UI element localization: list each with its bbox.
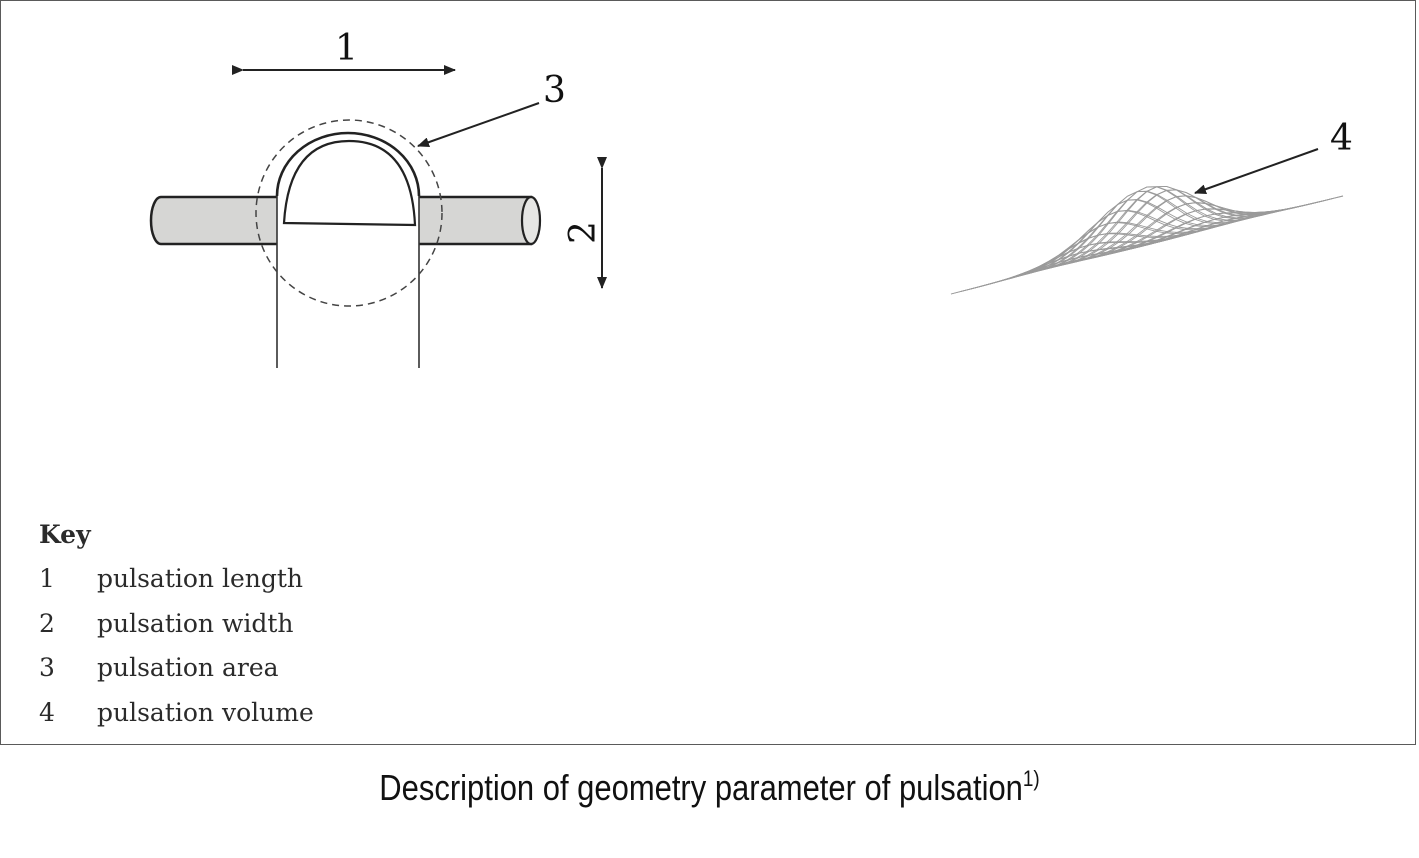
key-item-number: 3 [39,653,55,682]
key-item-number: 1 [39,564,55,593]
key-item-text: pulsation length [97,564,304,593]
pulsation-bulge [275,131,421,368]
key-item: 2 pulsation width [39,609,314,654]
key-item: 1 pulsation length [39,564,314,609]
mesh-line [1050,186,1244,269]
mesh-line [1075,195,1276,263]
figure-caption: Description of geometry parameter of pul… [99,766,1319,809]
mesh-line [1066,189,1267,265]
callout-4: 4 [1330,118,1353,159]
area-leader-line [417,102,540,148]
key-item: 4 pulsation volume [39,698,314,743]
caption-footnote-mark: 1) [1022,766,1040,791]
key-item-number: 4 [39,697,55,727]
key-legend: Key 1 pulsation length 2 pulsation width… [39,520,314,742]
mesh-line [1037,190,1238,272]
mesh-line [1056,185,1257,267]
figure-drawing [149,65,1344,368]
figure-frame: 1 2 3 4 Key 1 pulsation length 2 pulsati… [0,0,1416,745]
callout-2: 2 [563,221,604,244]
key-item-text: pulsation width [97,608,294,638]
key-item-text: pulsation area [97,653,279,682]
pulsation-volume-mesh [950,185,1344,295]
volume-leader-line [1194,148,1319,195]
mesh-line [1020,210,1214,277]
mesh-line [950,245,1144,295]
mesh-line [1030,199,1224,274]
key-item: 3 pulsation area [39,653,314,698]
key-item-text: pulsation volume [97,697,314,727]
caption-text: Description of geometry parameter of pul… [379,767,1023,808]
mesh-line [1142,195,1344,247]
callout-1: 1 [335,28,358,69]
mesh-line [1040,190,1234,271]
key-item-number: 2 [39,608,55,638]
callout-3: 3 [543,70,566,111]
key-heading: Key [39,520,91,549]
pulsation-area-circle [255,119,443,307]
